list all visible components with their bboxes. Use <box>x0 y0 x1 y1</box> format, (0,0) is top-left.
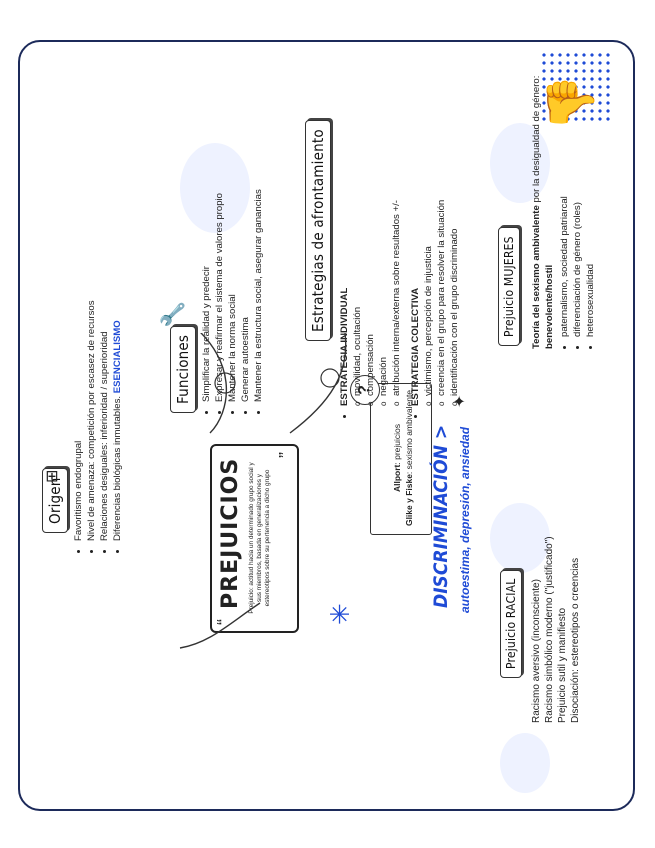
colectiva-title: ESTRATEGIA COLECTIVA <box>409 50 422 406</box>
connector-arrows <box>170 333 390 663</box>
list-item: atribución interna/externa sobre resulta… <box>390 50 403 406</box>
colectiva-list: ESTRATEGIA COLECTIVA victimismo, percepc… <box>409 50 461 420</box>
list-item: Relaciones desiguales: inferioridad / su… <box>98 241 111 541</box>
racial-list: Racismo aversivo (inconsciente) Racismo … <box>530 463 582 723</box>
discriminacion-subtitle-text: autoestima, depresión, ansiedad <box>458 427 472 613</box>
list-item: Racismo simbólico moderno ("justificado"… <box>543 463 556 723</box>
list-item: Prejuicio sutil y manifiesto <box>556 463 569 723</box>
faint-decoration <box>500 733 550 793</box>
glike-name: Glike y Fiske <box>404 474 414 526</box>
list-item: Favoritismo endogrupal <box>72 241 85 541</box>
afrontamiento-title: Estrategias de afrontamiento <box>305 120 331 341</box>
allport-name: Allport <box>392 465 402 492</box>
list-item-text: Diferencias biológicas inmutables. <box>112 396 123 541</box>
origen-list: Favoritismo endogrupal Nivel de amenaza:… <box>72 241 124 555</box>
racial-title: Prejuicio RACIAL <box>500 570 522 678</box>
mujeres-title: Prejuicio MUJERES <box>498 227 520 346</box>
list-item: Nivel de amenaza: competición por escase… <box>85 241 98 541</box>
thumbs-down-icon: 👎 <box>540 58 600 148</box>
discriminacion-title: DISCRIMINACIÓN > <box>430 425 452 608</box>
list-item: victimismo, percepción de injusticia <box>422 50 435 406</box>
discriminacion-subtitle: autoestima, depresión, ansiedad <box>458 427 472 613</box>
wrench-icon: 🔧 <box>160 301 186 328</box>
list-item: identificación con el grupo discriminado <box>448 50 461 406</box>
mujeres-intro-end: benevolente/hostil <box>544 265 555 349</box>
rotated-canvas: Origen ⊞ Favoritismo endogrupal Nivel de… <box>20 42 635 811</box>
sitemap-icon: ⊞ <box>42 470 62 483</box>
list-item: creencia en el grupo para resolver la si… <box>435 50 448 406</box>
list-item: Disociación: estereotipos o creencias <box>569 463 582 723</box>
allport-text: : prejuicios <box>392 424 402 465</box>
list-item: Racismo aversivo (inconsciente) <box>530 463 543 723</box>
esencialismo-highlight: ESENCIALISMO <box>112 320 123 393</box>
mujeres-intro-bold: Teoría del sexismo ambivalente <box>531 205 542 349</box>
list-item: Diferencias biológicas inmutables. ESENC… <box>111 241 124 541</box>
slide-frame: Origen ⊞ Favoritismo endogrupal Nivel de… <box>18 40 635 811</box>
